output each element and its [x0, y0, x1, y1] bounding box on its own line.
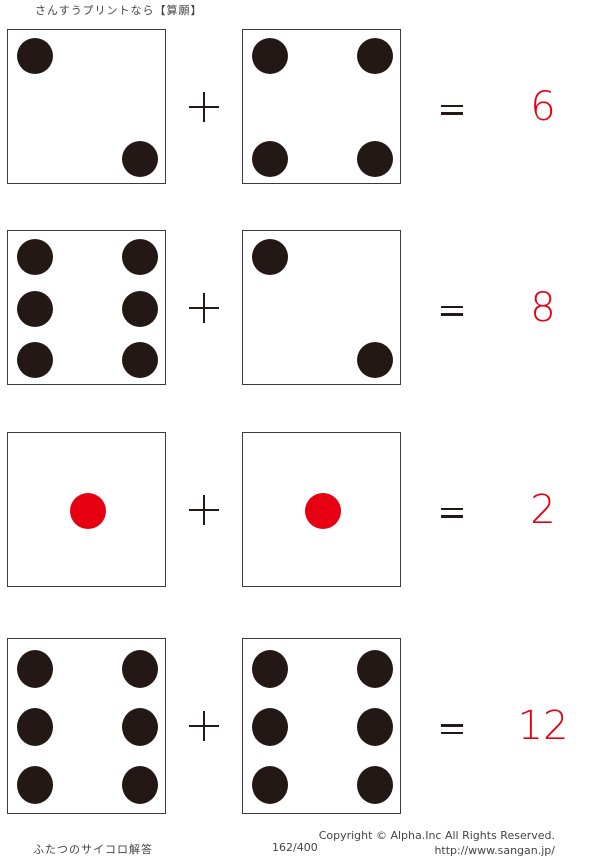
pip-icon	[356, 766, 393, 805]
pip-icon	[121, 649, 158, 688]
pip-icon	[17, 708, 54, 746]
pip-icon	[356, 38, 393, 75]
pip-icon	[356, 708, 393, 746]
pip-icon	[356, 649, 393, 688]
answer-value: 2	[530, 486, 556, 533]
die-face-right	[242, 638, 401, 814]
page-number: 162/400	[272, 841, 318, 854]
pip-icon	[356, 140, 393, 177]
pip-icon	[252, 766, 289, 805]
copyright-text: Copyright © Alpha.Inc All Rights Reserve…	[318, 829, 555, 842]
pip-icon	[121, 766, 158, 805]
worksheet-title: ふたつのサイコロ解答	[33, 843, 153, 856]
die-face-right	[242, 29, 401, 184]
pip-icon	[356, 341, 393, 378]
pip-icon	[121, 290, 158, 327]
pip-icon	[17, 239, 54, 276]
pip-icon	[17, 38, 54, 75]
pip-icon	[121, 239, 158, 276]
plus-sign-icon	[189, 91, 219, 122]
site-header-title: さんすうプリントなら【算願】	[35, 4, 203, 17]
pip-icon	[17, 290, 54, 327]
pip-icon	[17, 766, 54, 805]
pip-icon	[121, 708, 158, 746]
pip-icon	[17, 649, 54, 688]
pip-icon	[252, 708, 289, 746]
die-face-right	[242, 432, 401, 587]
plus-sign-icon	[189, 292, 219, 323]
pip-icon	[17, 341, 54, 378]
plus-sign-icon	[189, 711, 219, 741]
die-face-left	[7, 432, 166, 587]
die-face-left	[7, 638, 166, 814]
equals-sign-icon	[441, 507, 463, 518]
pip-icon	[252, 649, 289, 688]
pip-icon	[121, 341, 158, 378]
pip-icon	[121, 140, 158, 177]
die-face-left	[7, 230, 166, 385]
pip-icon	[252, 140, 289, 177]
plus-sign-icon	[189, 494, 219, 525]
pip-icon	[252, 38, 289, 75]
die-face-left	[7, 29, 166, 184]
equals-sign-icon	[441, 104, 463, 115]
die-face-right	[242, 230, 401, 385]
pip-icon	[304, 492, 341, 529]
equals-sign-icon	[441, 305, 463, 316]
pip-icon	[252, 239, 289, 276]
answer-value: 6	[530, 83, 556, 130]
answer-value: 8	[530, 284, 556, 331]
site-url-link[interactable]: http://www.sangan.jp/	[434, 844, 555, 857]
equals-sign-icon	[441, 724, 463, 734]
answer-value: 12	[517, 703, 569, 749]
pip-icon	[69, 492, 106, 529]
